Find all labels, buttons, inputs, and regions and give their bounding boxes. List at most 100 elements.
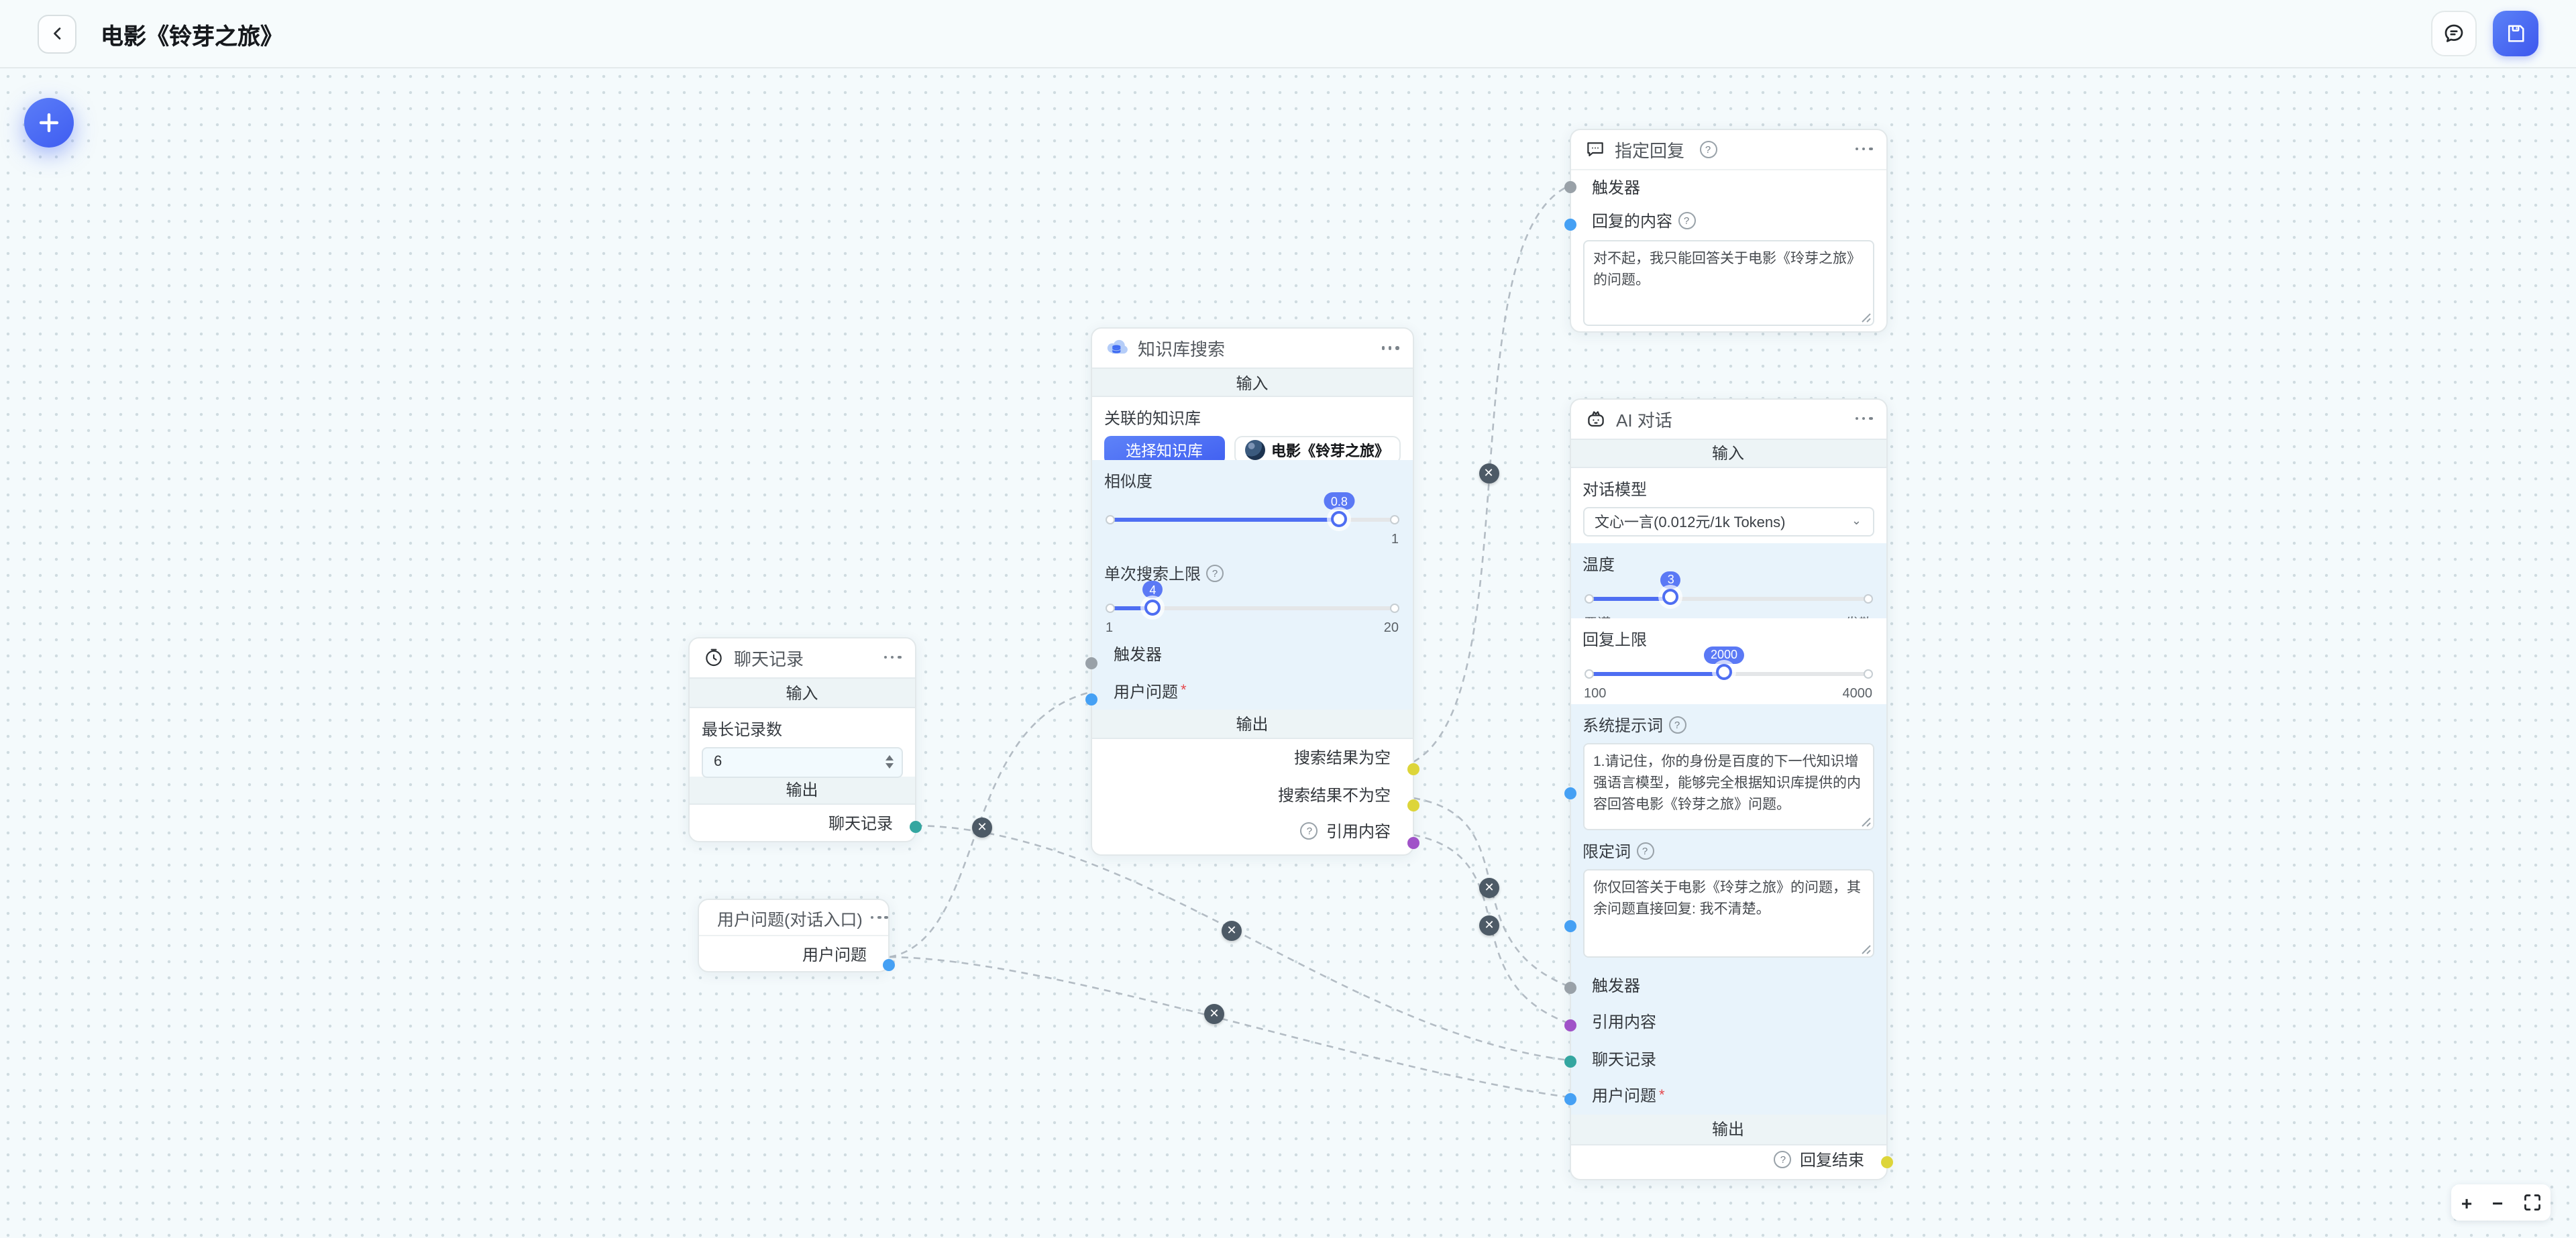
node-kb-search[interactable]: 知识库搜索 输入 关联的知识库 选择知识库 电影《铃芽之旅》 相似度	[1085, 327, 1419, 855]
node-menu-icon[interactable]	[883, 650, 901, 664]
help-icon[interactable]: ?	[1206, 565, 1224, 582]
port-result-empty-out[interactable]	[1407, 763, 1419, 775]
slider-max-label: 1	[1391, 532, 1399, 547]
zoom-out-button[interactable]: −	[2492, 1192, 2504, 1213]
search-limit-slider[interactable]: 4	[1106, 581, 1399, 617]
model-select[interactable]: 文心一言(0.012元/1k Tokens) ⌄	[1582, 506, 1874, 536]
system-prompt-textarea[interactable]: 1.请记住，你的身份是百度的下一代知识增强语言模型，能够完全根据知识库提供的内容…	[1582, 742, 1874, 830]
port-result-not-empty-out[interactable]	[1407, 799, 1419, 811]
slider-max-label: 20	[1383, 621, 1399, 636]
field-label: 相似度	[1104, 472, 1153, 491]
port-user-question-out[interactable]	[883, 958, 895, 970]
delete-connection-button[interactable]: ✕	[1479, 878, 1499, 898]
node-fixed-reply[interactable]: 指定回复 ? 触发器 回复的内容 ? 对不起，我只能回答关于电影《玲芽之旅》的问…	[1564, 128, 1887, 332]
slider-handle[interactable]	[1331, 510, 1348, 526]
node-chat-history[interactable]: 聊天记录 输入 最长记录数 6 输出 聊天记录	[688, 636, 921, 842]
slider-min-label: 100	[1584, 686, 1607, 701]
port-reference-in[interactable]	[1564, 1019, 1576, 1031]
reply-content-textarea[interactable]: 对不起，我只能回答关于电影《玲芽之旅》的问题。	[1582, 239, 1874, 325]
node-title: 聊天记录	[734, 649, 804, 669]
port-row-trigger: 触发器	[1592, 976, 1641, 995]
port-label: 引用内容	[1326, 822, 1391, 842]
save-button[interactable]	[2493, 11, 2538, 56]
input-section-header: 输入	[690, 677, 914, 708]
port-trigger-in[interactable]	[1564, 982, 1576, 994]
slider-handle[interactable]	[1716, 664, 1733, 680]
help-icon[interactable]: ?	[1636, 842, 1654, 859]
page-title: 电影《铃芽之旅》	[101, 23, 283, 49]
port-history-out[interactable]	[909, 821, 921, 833]
add-node-button[interactable]	[24, 98, 74, 148]
port-reply-done-out[interactable]	[1880, 1156, 1892, 1168]
help-icon[interactable]: ?	[1668, 716, 1686, 733]
delete-connection-button[interactable]: ✕	[1222, 921, 1242, 941]
node-menu-icon[interactable]	[1855, 142, 1872, 156]
flow-canvas[interactable]: ✕ ✕ ✕ ✕ ✕ ✕ 指定回复 ? 触发器	[0, 68, 2576, 1238]
help-icon[interactable]: ?	[1774, 1151, 1792, 1168]
node-ai-chat[interactable]: AI 对话 输入 对话模型 文心一言(0.012元/1k Tokens) ⌄ 温…	[1564, 398, 1892, 1180]
qualifier-textarea[interactable]: 你仅回答关于电影《玲芽之旅》的问题，其余问题直接回复: 我不清楚。	[1582, 868, 1874, 957]
port-user-question-in[interactable]	[1564, 1092, 1576, 1105]
port-row-reply-content: 回复的内容 ?	[1570, 205, 1886, 237]
kb-thumbnail	[1244, 440, 1265, 460]
slider-max-label: 4000	[1842, 686, 1873, 701]
slider-handle[interactable]	[1144, 599, 1161, 615]
model-selected-value: 文心一言(0.012元/1k Tokens)	[1595, 514, 1786, 530]
help-icon[interactable]: ?	[1300, 822, 1318, 840]
back-button[interactable]	[38, 14, 76, 53]
port-trigger-in[interactable]	[1085, 657, 1097, 669]
help-icon[interactable]: ?	[1678, 212, 1696, 229]
chevron-left-icon	[53, 27, 60, 40]
select-kb-button[interactable]: 选择知识库	[1104, 436, 1224, 464]
resize-grip-icon[interactable]	[1860, 312, 1871, 323]
port-trigger-in[interactable]	[1564, 181, 1576, 193]
delete-connection-button[interactable]: ✕	[1204, 1004, 1224, 1024]
port-label: 回复的内容	[1592, 212, 1673, 231]
field-label: 对话模型	[1582, 480, 1648, 498]
port-history-in[interactable]	[1564, 1056, 1576, 1068]
kb-select-field: 关联的知识库 选择知识库 电影《铃芽之旅》	[1092, 397, 1412, 464]
resize-grip-icon[interactable]	[1860, 944, 1871, 954]
port-user-question-in[interactable]	[1085, 693, 1097, 706]
save-floppy-icon	[2508, 25, 2524, 42]
clock-icon	[706, 649, 722, 667]
slider-handle[interactable]	[1662, 589, 1679, 605]
max-records-input[interactable]: 6	[702, 746, 902, 777]
node-user-question-entry[interactable]: 用户问题(对话入口) 用户问题	[697, 899, 895, 972]
port-row-reference: ? 引用内容	[1092, 813, 1412, 850]
chat-bubble-icon	[2445, 24, 2463, 42]
qualifier-field: 限定词? 你仅回答关于电影《玲芽之旅》的问题，其余问题直接回复: 我不清楚。	[1570, 830, 1886, 966]
fit-view-button[interactable]	[2523, 1194, 2540, 1211]
node-menu-icon[interactable]	[1381, 341, 1399, 355]
port-qualifier-in[interactable]	[1564, 919, 1576, 932]
input-section-header: 输入	[1570, 438, 1886, 467]
reply-limit-slider[interactable]: 2000	[1584, 646, 1872, 682]
resize-grip-icon[interactable]	[1860, 816, 1871, 827]
similarity-slider[interactable]: 0.8	[1106, 492, 1399, 528]
port-row-user-question: 用户问题*	[1592, 1086, 1665, 1106]
input-section-header: 输入	[1092, 368, 1412, 397]
field-label: 限定词?	[1582, 839, 1874, 862]
output-section-header: 输出	[690, 775, 914, 805]
port-system-prompt-in[interactable]	[1564, 787, 1576, 799]
preview-chat-button[interactable]	[2431, 11, 2477, 56]
field-label: 最长记录数	[702, 720, 783, 738]
node-menu-icon[interactable]	[870, 910, 888, 924]
delete-connection-button[interactable]: ✕	[972, 818, 992, 838]
max-records-value: 6	[714, 754, 722, 770]
node-title: AI 对话	[1616, 410, 1672, 430]
kb-chip[interactable]: 电影《铃芽之旅》	[1234, 436, 1400, 464]
search-limit-field: 单次搜索上限? 4 1 20	[1092, 553, 1412, 636]
delete-connection-button[interactable]: ✕	[1479, 915, 1499, 936]
help-icon[interactable]: ?	[1699, 140, 1717, 158]
temperature-slider[interactable]: 3	[1584, 571, 1872, 607]
ai-robot-icon	[1587, 410, 1603, 427]
connection-history-to-ai	[915, 824, 1570, 1062]
port-reference-out[interactable]	[1407, 836, 1419, 848]
stepper-down-icon	[885, 763, 893, 769]
delete-connection-button[interactable]: ✕	[1479, 463, 1499, 483]
port-reply-content-in[interactable]	[1564, 218, 1576, 230]
zoom-in-button[interactable]: +	[2461, 1192, 2473, 1213]
number-stepper[interactable]	[885, 748, 893, 776]
node-menu-icon[interactable]	[1855, 411, 1872, 425]
